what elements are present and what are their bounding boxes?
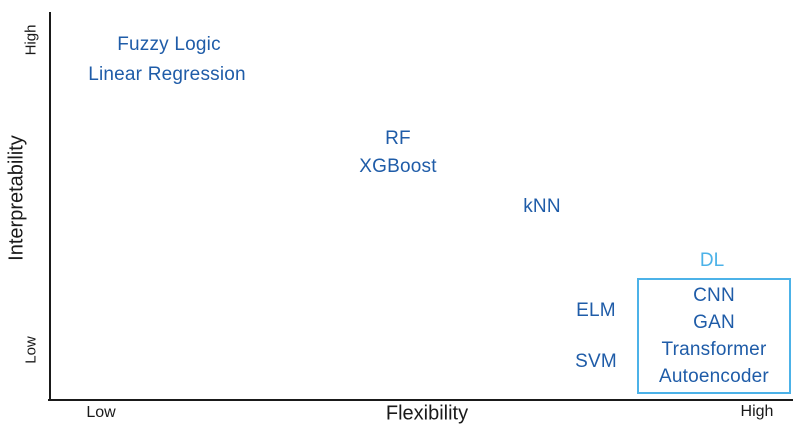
model-label-fuzzy-logic: Fuzzy Logic [117, 34, 221, 55]
model-label-xgboost: XGBoost [359, 156, 437, 177]
model-label-autoencoder: Autoencoder [659, 365, 769, 387]
model-label-linear-regression: Linear Regression [88, 64, 246, 85]
y-axis-line [49, 12, 51, 401]
model-label-knn: kNN [523, 196, 561, 217]
model-label-gan: GAN [693, 311, 735, 333]
model-label-svm: SVM [575, 351, 617, 372]
y-tick-low: Low [22, 336, 40, 364]
y-tick-high: High [22, 24, 40, 56]
x-tick-high: High [740, 403, 774, 420]
x-axis-line [48, 399, 793, 401]
model-label-rf: RF [385, 128, 411, 149]
x-tick-low: Low [86, 404, 116, 421]
dl-group-box: CNN GAN Transformer Autoencoder [637, 278, 791, 394]
model-label-cnn: CNN [693, 284, 735, 306]
model-label-elm: ELM [576, 300, 616, 321]
dl-group-label: DL [699, 250, 725, 271]
x-axis-title: Flexibility [385, 402, 469, 425]
y-axis-title: Interpretability [5, 135, 28, 261]
model-label-transformer: Transformer [661, 338, 767, 360]
